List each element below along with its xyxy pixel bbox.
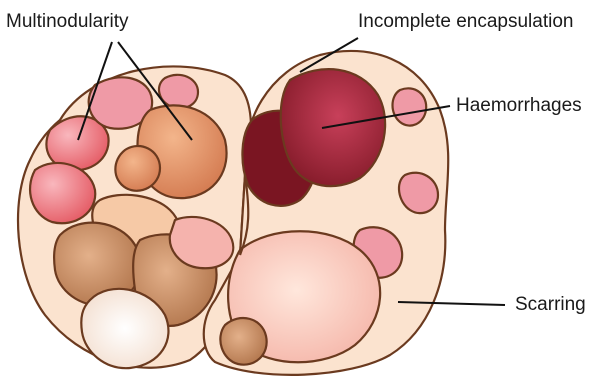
nodule-right-brown-bottom <box>220 318 266 365</box>
label-haemorrhages: Haemorrhages <box>456 95 582 116</box>
nodule-left-orange-small <box>115 146 160 191</box>
nodule-right-pink-small <box>393 88 427 125</box>
label-scarring: Scarring <box>515 294 586 315</box>
nodule-left-pink-lower <box>30 163 95 223</box>
label-incomplete-encapsulation: Incomplete encapsulation <box>358 11 573 32</box>
haemorrhage-mid <box>281 69 385 186</box>
label-multinodularity: Multinodularity <box>6 11 129 32</box>
